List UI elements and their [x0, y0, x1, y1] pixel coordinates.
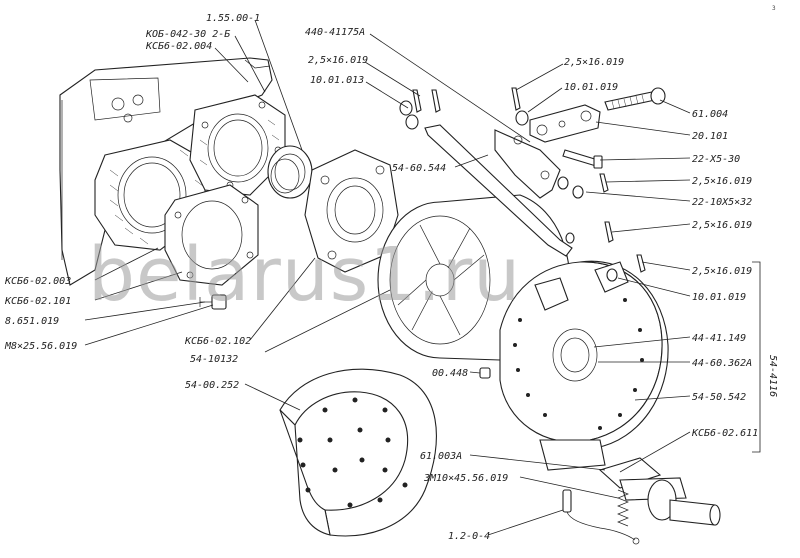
part-label: 1.55.00-1: [206, 13, 260, 24]
part-label: 2,5×16.019: [692, 176, 752, 187]
part-label: 54-50.542: [692, 392, 746, 403]
clevis-part: [529, 104, 601, 143]
cotter-pins-part: [399, 87, 646, 282]
small-bolt-part: [479, 367, 491, 379]
part-label: ЗМ10×45.56.019: [423, 473, 508, 484]
brake-drum-part: [377, 194, 571, 362]
assembly-bracket: [752, 261, 761, 453]
part-label: КСБ6-02.004: [145, 41, 212, 52]
part-label: 10.01.013: [310, 75, 364, 86]
cover-plate-part: [164, 184, 259, 286]
part-labels: 1.55.00-1 КОБ-042-30 2-Б КСБ6-02.004 440…: [4, 13, 778, 542]
part-label: КОБ-042-30 2-Б: [145, 29, 230, 40]
part-label: 22-Х5-30: [692, 154, 740, 165]
spring-part: [617, 489, 629, 527]
part-label: КСБ6-02.102: [184, 336, 251, 347]
seal-ring-part: [267, 145, 313, 199]
part-label: 8.651.019: [5, 316, 59, 327]
leader-lines: [84, 19, 691, 536]
part-label: КСБ6-02.101: [4, 296, 71, 307]
bolt-m8-part: [199, 294, 227, 310]
cam-shaft-part: [598, 457, 721, 526]
part-label: 20.101: [692, 131, 728, 142]
part-label: 10.01.019: [692, 292, 746, 303]
part-label: КСБ6-02.003: [4, 276, 71, 287]
part-label: 54-10132: [190, 354, 238, 365]
part-label: 44-41.149: [692, 333, 746, 344]
part-label: 2,5×16.019: [564, 57, 624, 68]
part-label: 44-60.362А: [692, 358, 752, 369]
brake-housing-part: [499, 260, 669, 471]
lever-link-part: [424, 124, 573, 257]
part-label: КСБ6-02.611: [691, 428, 758, 439]
watermark: belarus1.ru: [88, 232, 521, 318]
grease-fitting-part: [562, 489, 640, 545]
part-label: 440-41175А: [305, 27, 365, 38]
part-label: 22-10Х5×32: [692, 197, 752, 208]
part-label: 2,5×16.019: [692, 266, 752, 277]
adjusting-screw-part: [604, 87, 666, 111]
pin-part: [562, 149, 603, 169]
gasket-right-part: [189, 94, 286, 196]
part-label: 61.003А: [420, 451, 462, 462]
part-label: 61.004: [692, 109, 728, 120]
part-label: 54-00.252: [185, 380, 239, 391]
part-label: 2,5×16.019: [692, 220, 752, 231]
part-label: 1.2-0-4: [448, 531, 490, 542]
part-label: 10.01.019: [564, 82, 618, 93]
part-label: 00.448: [432, 368, 468, 379]
part-label: 2,5×16.019: [308, 55, 368, 66]
assembly-label: 54-4116: [767, 355, 778, 397]
part-label: 54-60.544: [392, 163, 446, 174]
brake-band-part: [279, 368, 437, 537]
part-label: М8×25.56.019: [4, 341, 77, 352]
page-number: 3: [772, 5, 776, 12]
